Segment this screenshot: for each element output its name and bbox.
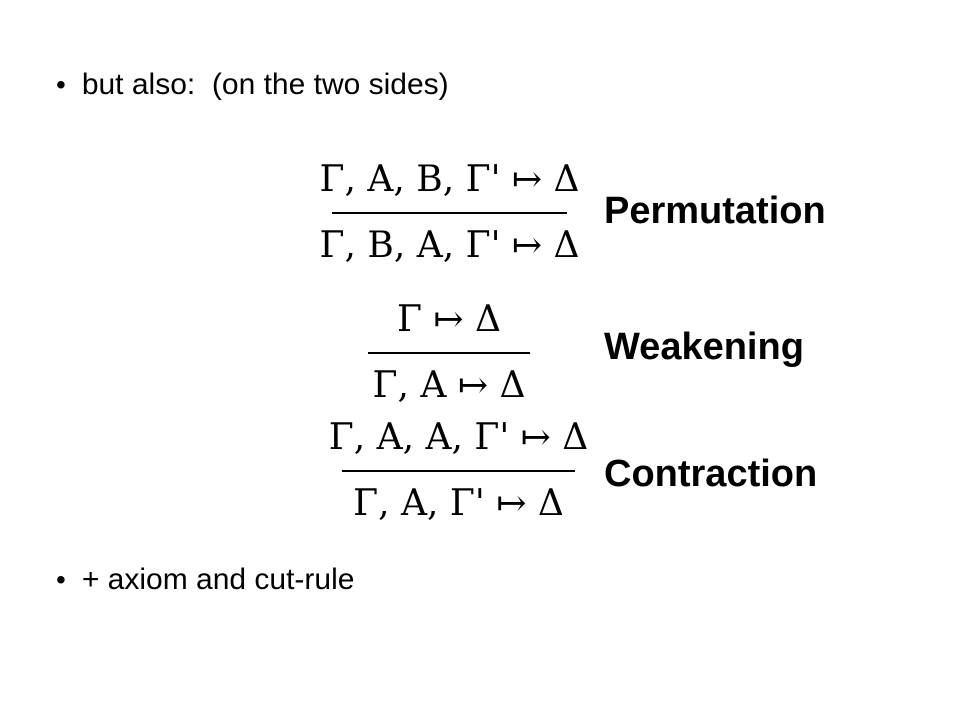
- inference-line: [368, 352, 530, 354]
- inference-line: [332, 212, 567, 214]
- bullet-marker: •: [56, 564, 66, 595]
- rule-premise: Γ, A, A, Γ' ↦ Δ: [328, 417, 589, 458]
- bullet-marker: •: [56, 69, 66, 100]
- bullet-text: but also: (on the two sides): [81, 68, 449, 101]
- rule-premise: Γ ↦ Δ: [396, 299, 502, 340]
- permutation-rule: Γ, A, B, Γ' ↦ Δ Γ, B, A, Γ' ↦ Δ: [320, 162, 580, 264]
- inference-line: [342, 470, 575, 472]
- bullet-item-but-also: • but also: (on the two sides): [56, 70, 449, 100]
- rule-conclusion: Γ, A ↦ Δ: [372, 365, 526, 406]
- bullet-item-axiom-cut-rule: • + axiom and cut-rule: [56, 565, 354, 595]
- permutation-label: Permutation: [604, 190, 826, 232]
- weakening-rule: Γ ↦ Δ Γ, A ↦ Δ: [368, 302, 530, 404]
- contraction-label: Contraction: [604, 453, 818, 495]
- rule-premise: Γ, A, B, Γ' ↦ Δ: [319, 159, 580, 200]
- rule-conclusion: Γ, B, A, Γ' ↦ Δ: [319, 225, 580, 266]
- bullet-text: + axiom and cut-rule: [81, 563, 355, 596]
- rule-conclusion: Γ, A, Γ' ↦ Δ: [353, 483, 564, 524]
- contraction-rule: Γ, A, A, Γ' ↦ Δ Γ, A, Γ' ↦ Δ: [329, 420, 589, 524]
- weakening-label: Weakening: [604, 326, 804, 368]
